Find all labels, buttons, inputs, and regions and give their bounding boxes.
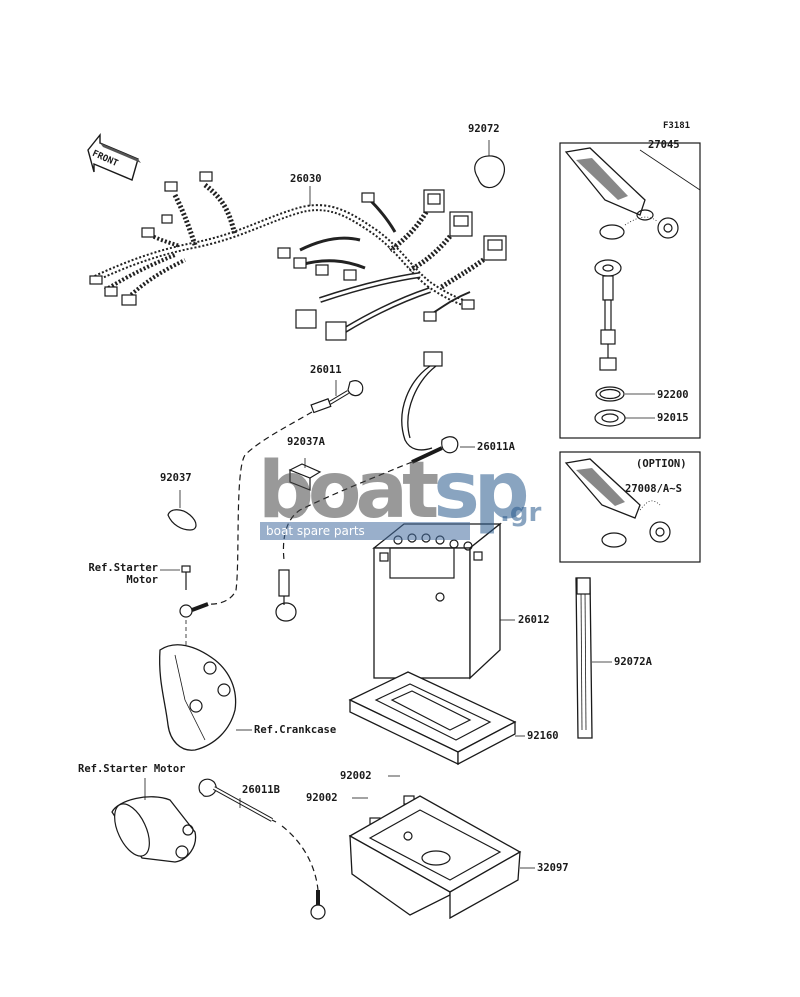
ref-starter-motor-1: Ref.Starter Motor — [70, 562, 158, 586]
battery-cable-26011 — [179, 380, 364, 618]
leader-lines — [160, 186, 475, 571]
battery-cable-26011B — [198, 778, 326, 920]
clamp-92037 — [167, 490, 197, 531]
part-92015: 92015 — [657, 412, 689, 424]
part-26011: 26011 — [310, 364, 342, 376]
part-26012: 26012 — [518, 614, 550, 626]
figure-code: F3181 — [663, 121, 691, 131]
part-92160: 92160 — [527, 730, 559, 742]
ref-starter-motor-1-line2: Motor — [126, 574, 158, 586]
battery-tray-92160 — [348, 671, 525, 766]
part-32097: 32097 — [537, 862, 569, 874]
ref-starter-motor-2: Ref.Starter Motor — [78, 763, 186, 775]
part-26030: 26030 — [290, 173, 322, 185]
strap-92072A — [575, 577, 612, 739]
part-27045: 27045 — [648, 139, 680, 151]
part-92002-a: 92002 — [340, 770, 372, 782]
front-arrow-icon — [87, 133, 141, 181]
part-92200: 92200 — [657, 389, 689, 401]
part-27008: 27008/A~S — [625, 483, 682, 495]
part-26011A: 26011A — [477, 441, 515, 453]
part-92072A: 92072A — [614, 656, 652, 668]
clamp-92072 — [474, 140, 506, 189]
starter-bolt-crankcase — [158, 565, 252, 751]
battery-box-32097 — [348, 795, 535, 920]
battery-26012 — [372, 522, 515, 680]
ignition-switch-group — [559, 142, 701, 439]
ref-starter-motor-1-line1: Ref.Starter — [88, 562, 158, 574]
part-26011B: 26011B — [242, 784, 280, 796]
main-harness-26030 — [89, 171, 507, 341]
ref-crankcase: Ref.Crankcase — [254, 724, 337, 736]
part-92002-b: 92002 — [306, 792, 338, 804]
part-92072: 92072 — [468, 123, 500, 135]
starter-motor — [111, 778, 197, 863]
clip-92037A — [288, 458, 322, 491]
option-switch-group — [559, 451, 701, 563]
part-92037A: 92037A — [287, 436, 325, 448]
part-92037: 92037 — [160, 472, 192, 484]
option-label: (OPTION) — [636, 458, 687, 470]
